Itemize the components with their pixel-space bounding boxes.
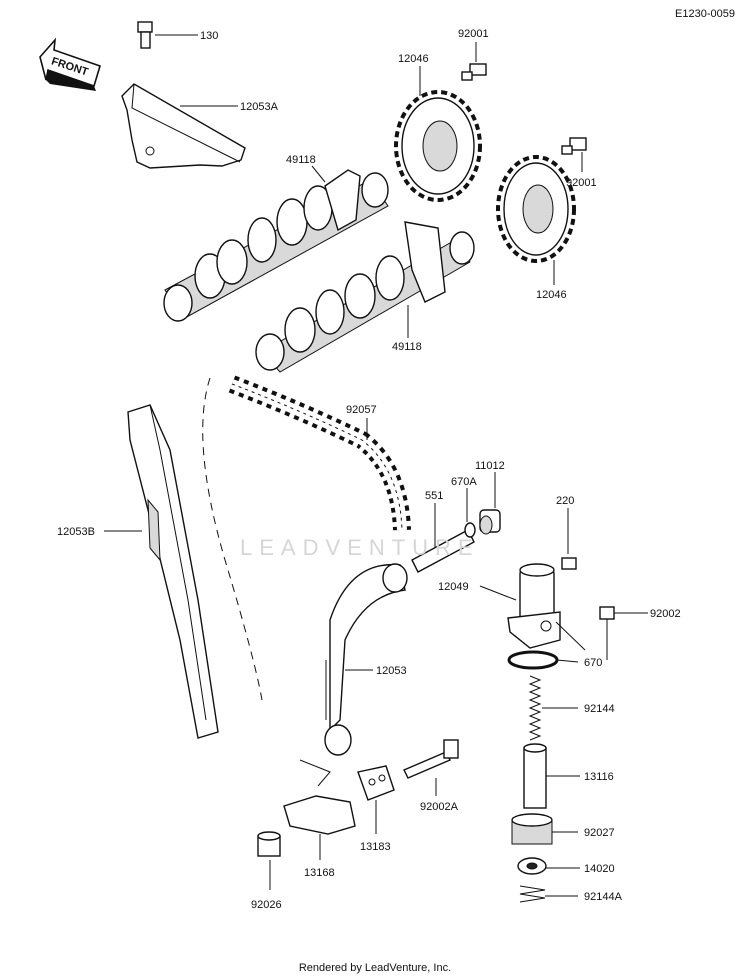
camshaft-lower — [255, 221, 475, 373]
callout-13116[interactable]: 13116 — [584, 771, 614, 783]
svg-text:12053A: 12053A — [240, 101, 279, 113]
callout-92001-lower[interactable]: 92001 — [566, 177, 597, 189]
cap-11012 — [479, 472, 501, 535]
footer-credit: Rendered by LeadVenture, Inc. — [298, 962, 452, 974]
tensioner-12049 — [479, 563, 586, 651]
svg-text:92027: 92027 — [584, 827, 615, 839]
callout-12046-lower[interactable]: 12046 — [536, 289, 567, 301]
watermark: LEADVENTURE — [240, 535, 480, 560]
callout-92002a[interactable]: 92002A — [420, 801, 459, 813]
collar-92027 — [511, 813, 578, 845]
cam-chain-92057 — [202, 375, 411, 701]
svg-text:12053B: 12053B — [57, 526, 95, 538]
svg-text:670A: 670A — [451, 476, 477, 488]
svg-text:13168: 13168 — [304, 867, 335, 879]
o-ring-670 — [507, 650, 579, 670]
bushing-92026 — [257, 831, 281, 890]
front-arrow-icon: FRONT — [39, 37, 101, 91]
callout-12053b[interactable]: 12053B — [57, 526, 95, 538]
spring-92144a — [519, 885, 578, 903]
bearing-14020 — [517, 857, 580, 875]
svg-text:11012: 11012 — [475, 460, 505, 472]
holder-13168 — [283, 759, 356, 860]
cam-sprocket-upper — [394, 66, 482, 202]
diagram-id: E1230-0059 — [675, 8, 735, 20]
svg-text:49118: 49118 — [392, 341, 422, 353]
callout-11012[interactable]: 11012 — [475, 460, 505, 472]
svg-text:92002A: 92002A — [420, 801, 459, 813]
svg-text:92144A: 92144A — [584, 891, 623, 903]
svg-text:670: 670 — [584, 657, 602, 669]
callout-12049[interactable]: 12049 — [438, 581, 469, 593]
callout-13183[interactable]: 13183 — [360, 841, 391, 853]
pin-551 — [411, 503, 475, 573]
callout-13168[interactable]: 13168 — [304, 867, 335, 879]
svg-text:92002: 92002 — [650, 608, 681, 620]
o-ring-670a — [464, 488, 476, 538]
bolt-92001-lower — [561, 137, 587, 172]
callout-92027[interactable]: 92027 — [584, 827, 615, 839]
callout-670[interactable]: 670 — [584, 657, 602, 669]
svg-text:220: 220 — [556, 495, 574, 507]
spring-92144 — [528, 675, 578, 741]
svg-text:130: 130 — [200, 30, 218, 42]
svg-text:12046: 12046 — [536, 289, 567, 301]
cam-sprocket-lower — [496, 155, 576, 285]
callout-49118-upper[interactable]: 49118 — [286, 154, 316, 166]
chain-guide-12053a — [121, 83, 246, 169]
svg-text:49118: 49118 — [286, 154, 316, 166]
chain-guide-12053b — [104, 404, 219, 739]
svg-text:92001: 92001 — [566, 177, 597, 189]
svg-text:12053: 12053 — [376, 665, 407, 677]
bolt-92001-upper — [461, 42, 487, 81]
callout-551[interactable]: 551 — [425, 490, 443, 502]
svg-text:13183: 13183 — [360, 841, 391, 853]
callout-12053a[interactable]: 12053A — [240, 101, 279, 113]
callout-12053[interactable]: 12053 — [376, 665, 407, 677]
svg-text:92144: 92144 — [584, 703, 615, 715]
callout-670a[interactable]: 670A — [451, 476, 477, 488]
bolt-92002a — [403, 739, 459, 796]
callout-130[interactable]: 130 — [200, 30, 218, 42]
plate-13183 — [357, 765, 395, 834]
callout-14020[interactable]: 14020 — [584, 863, 615, 875]
callout-12046-top[interactable]: 12046 — [398, 53, 429, 65]
callout-92002[interactable]: 92002 — [650, 608, 681, 620]
svg-text:14020: 14020 — [584, 863, 615, 875]
svg-text:551: 551 — [425, 490, 443, 502]
rod-13116 — [523, 743, 580, 809]
bolt-130 — [137, 21, 198, 49]
svg-text:92026: 92026 — [251, 899, 282, 911]
callout-49118-lower[interactable]: 49118 — [392, 341, 422, 353]
chain-guide-12053 — [324, 563, 408, 756]
camshaft-upper — [163, 165, 389, 322]
svg-text:13116: 13116 — [584, 771, 614, 783]
callout-92057[interactable]: 92057 — [346, 404, 377, 416]
callout-92026[interactable]: 92026 — [251, 899, 282, 911]
svg-text:12049: 12049 — [438, 581, 469, 593]
callout-92001-top[interactable]: 92001 — [458, 28, 489, 40]
callout-220[interactable]: 220 — [556, 495, 574, 507]
bolt-220 — [561, 508, 577, 570]
callout-92144a[interactable]: 92144A — [584, 891, 623, 903]
svg-text:92057: 92057 — [346, 404, 377, 416]
svg-text:12046: 12046 — [398, 53, 429, 65]
bolt-92002 — [599, 606, 648, 660]
svg-text:92001: 92001 — [458, 28, 489, 40]
callout-92144[interactable]: 92144 — [584, 703, 615, 715]
